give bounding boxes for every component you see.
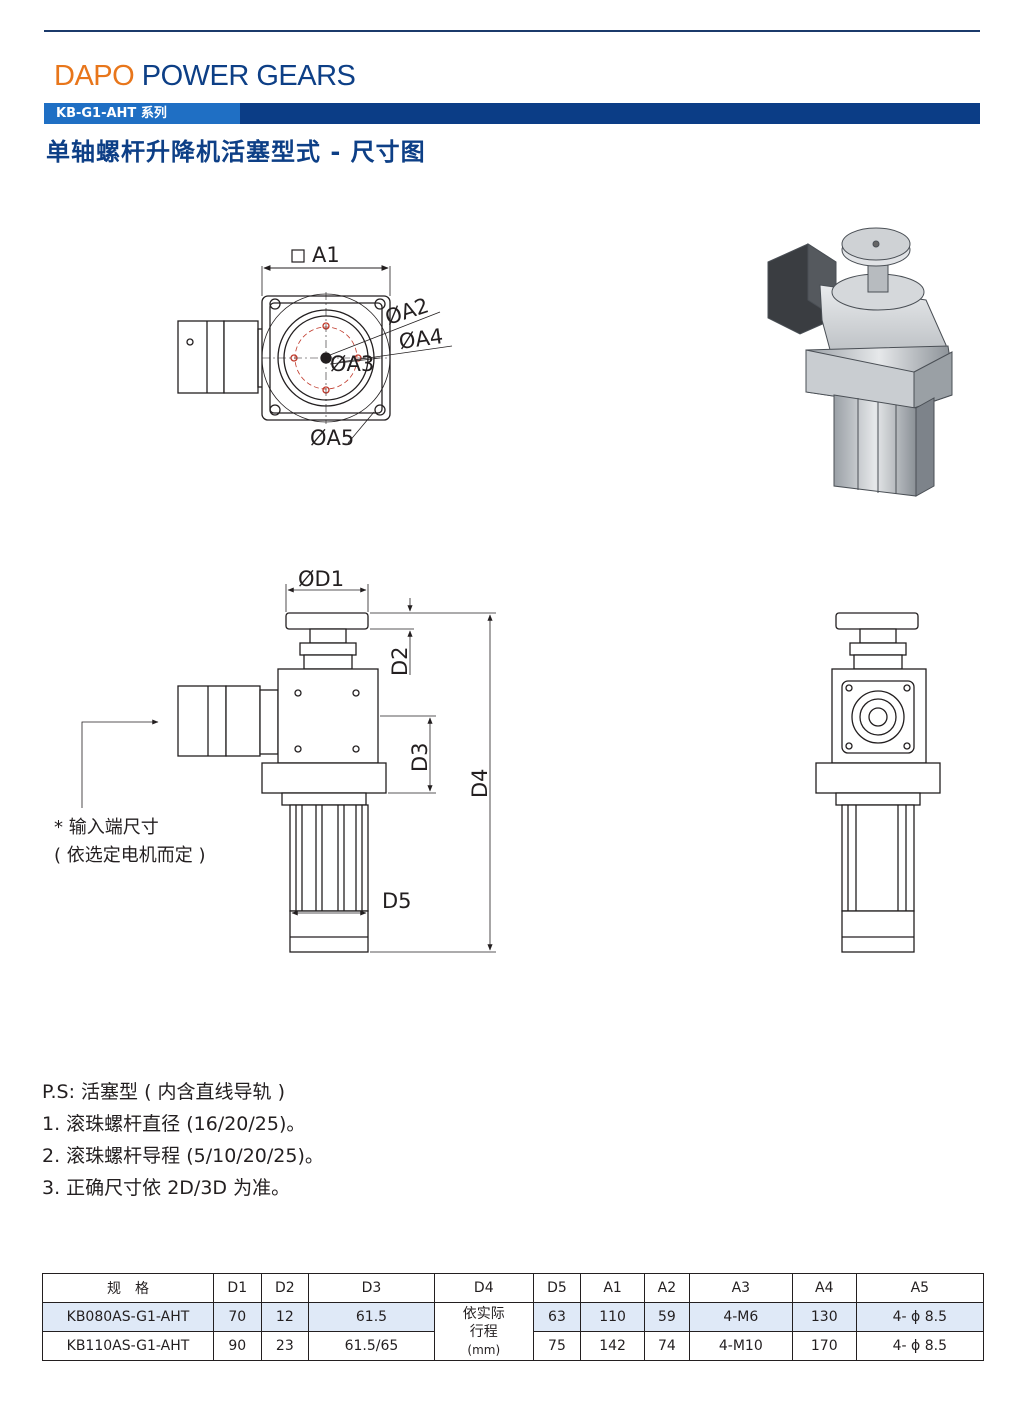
note-1: 1. 滚珠螺杆直径 (16/20/25)。 — [42, 1113, 306, 1135]
label-d5: D5 — [382, 889, 412, 913]
side-view — [815, 612, 941, 953]
cell-d5: 75 — [532, 1331, 582, 1361]
cell-model: KB110AS-G1-AHT — [42, 1331, 214, 1361]
cell-model: KB080AS-G1-AHT — [42, 1302, 214, 1332]
cell-d5: 63 — [532, 1302, 582, 1332]
cell-d2: 12 — [260, 1302, 310, 1332]
cell-d2: 23 — [260, 1331, 310, 1361]
cell-d1: 70 — [213, 1302, 262, 1332]
cell-a3: 4-M10 — [688, 1331, 793, 1361]
header-d1: D1 — [213, 1273, 262, 1303]
header-a4: A4 — [791, 1273, 857, 1303]
d4-line2: 行程 — [469, 1323, 498, 1340]
header-d3: D3 — [308, 1273, 435, 1303]
table-header-row: 规 格 D1 D2 D3 D4 D5 A1 A2 A3 A4 A5 — [42, 1273, 985, 1303]
header-d2: D2 — [260, 1273, 310, 1303]
label-a4: ØA4 — [397, 324, 444, 354]
front-view-dims — [81, 584, 496, 953]
header-a3: A3 — [688, 1273, 793, 1303]
header-a2: A2 — [643, 1273, 690, 1303]
cell-d4-merged: 依实际 行程 (mm) — [433, 1302, 534, 1361]
cell-a2: 59 — [643, 1302, 690, 1332]
cell-a1: 142 — [580, 1331, 645, 1361]
product-3d-render — [767, 227, 953, 497]
top-view-labels: A1 ØA2 ØA4 ØA3 ØA5 — [310, 243, 445, 450]
table-row: KB110AS-G1-AHT 90 23 61.5/65 75 142 74 4… — [42, 1331, 985, 1361]
input-end-callout: * 输入端尺寸 ( 依选定电机而定 ) — [54, 814, 206, 870]
callout-line2: ( 依选定电机而定 ) — [54, 845, 206, 866]
label-a3: ØA3 — [330, 352, 374, 376]
brand-part2: POWER GEARS — [141, 60, 356, 92]
series-bar — [44, 103, 980, 124]
spec-table: 规 格 D1 D2 D3 D4 D5 A1 A2 A3 A4 A5 KB080A… — [42, 1273, 985, 1361]
cell-d1: 90 — [213, 1331, 262, 1361]
cell-d3: 61.5 — [308, 1302, 435, 1332]
series-label: KB-G1-AHT 系列 — [44, 103, 240, 124]
front-view-labels: ØD1 D2 D3 D4 D5 — [298, 567, 492, 913]
table-row: KB080AS-G1-AHT 70 12 61.5 依实际 行程 (mm) 63… — [42, 1302, 985, 1361]
front-view — [177, 612, 387, 953]
cell-a3: 4-M6 — [688, 1302, 793, 1332]
cell-a1: 110 — [580, 1302, 645, 1332]
note-ps: P.S: 活塞型 ( 内含直线导轨 ) — [42, 1081, 285, 1103]
d4-line1: 依实际 — [462, 1305, 505, 1322]
header-d4: D4 — [433, 1273, 534, 1303]
cell-a5: 4- ϕ 8.5 — [855, 1331, 985, 1361]
technical-drawings: A1 ØA2 ØA4 ØA3 ØA5 — [81, 227, 953, 953]
header-a1: A1 — [580, 1273, 645, 1303]
label-d3: D3 — [408, 742, 432, 772]
cell-d3: 61.5/65 — [308, 1331, 435, 1361]
cell-a4: 130 — [791, 1302, 857, 1332]
top-rule — [44, 30, 980, 32]
label-d1: ØD1 — [298, 567, 344, 591]
header-a5: A5 — [855, 1273, 985, 1303]
notes-block: P.S: 活塞型 ( 内含直线导轨 ) 1. 滚珠螺杆直径 (16/20/25)… — [42, 1076, 324, 1204]
label-a1: A1 — [312, 243, 340, 267]
cell-a5: 4- ϕ 8.5 — [855, 1302, 985, 1332]
cell-a2: 74 — [643, 1331, 690, 1361]
callout-line1: * 输入端尺寸 — [54, 817, 159, 838]
top-view — [177, 249, 453, 444]
page-title: 单轴螺杆升降机活塞型式 - 尺寸图 — [46, 138, 426, 166]
label-d2: D2 — [388, 646, 412, 676]
brand-part1: DAPO — [54, 60, 135, 92]
cell-a4: 170 — [791, 1331, 857, 1361]
header-spec: 规 格 — [42, 1273, 214, 1303]
brand-logo: DAPO POWER GEARS — [54, 60, 356, 93]
d4-line3: (mm) — [467, 1342, 501, 1357]
label-d4: D4 — [468, 768, 492, 798]
header-d5: D5 — [532, 1273, 582, 1303]
label-a5: ØA5 — [310, 426, 354, 450]
note-3: 3. 正确尺寸依 2D/3D 为准。 — [42, 1177, 291, 1199]
note-2: 2. 滚珠螺杆导程 (5/10/20/25)。 — [42, 1145, 324, 1167]
